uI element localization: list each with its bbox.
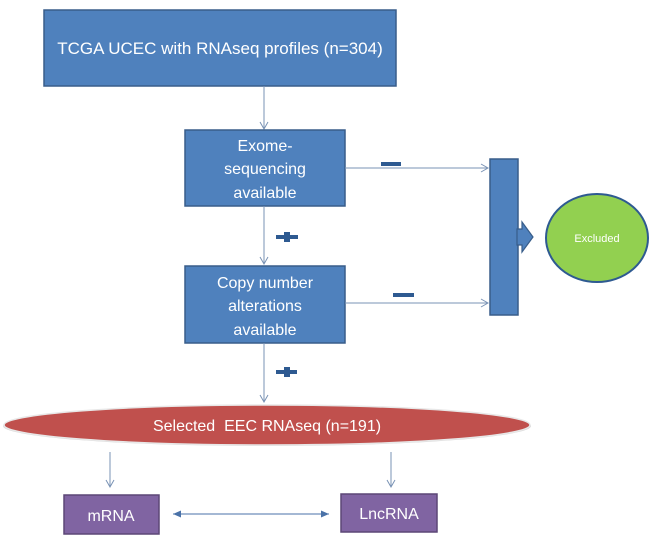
cna-label-line-2: alterations <box>228 298 302 315</box>
exome-label-line-2: sequencing <box>224 161 306 178</box>
cna-node: Copy number alterations available <box>184 265 346 344</box>
source-box <box>43 9 397 87</box>
source-label: TCGA UCEC with RNAseq profiles (n=304) <box>57 39 382 58</box>
lncrna-node: LncRNA <box>340 493 438 533</box>
block-arrow-right-icon <box>516 220 534 254</box>
selected-ellipse <box>3 404 531 446</box>
excluded-label: Excluded <box>574 233 619 245</box>
excluded-node: Excluded <box>545 193 649 283</box>
exome-label-line-3: available <box>233 185 296 202</box>
exclusion-bar-rect <box>489 158 519 316</box>
lncrna-box <box>340 493 438 533</box>
selected-node: Selected EEC RNAseq (n=191) <box>3 404 531 446</box>
mrna-box <box>63 494 160 535</box>
minus-sign-icon <box>393 293 414 297</box>
mrna-node: mRNA <box>63 494 160 535</box>
plus-sign-icon <box>276 232 298 242</box>
cna-label-line-1: Copy number <box>217 275 314 292</box>
selected-label: Selected EEC RNAseq (n=191) <box>153 418 381 435</box>
excluded-ellipse <box>545 193 649 283</box>
cna-box <box>184 265 346 344</box>
mrna-label: mRNA <box>87 508 134 525</box>
exome-label-line-1: Exome- <box>237 138 292 155</box>
exclusion-bar <box>489 158 534 316</box>
plus-sign-icon <box>276 367 297 377</box>
cna-label-line-3: available <box>233 322 296 339</box>
lncrna-label: LncRNA <box>359 506 419 523</box>
source-node: TCGA UCEC with RNAseq profiles (n=304) <box>43 9 397 87</box>
exome-node: Exome- sequencing available <box>184 129 346 207</box>
exome-box <box>184 129 346 207</box>
minus-sign-icon <box>381 162 401 166</box>
